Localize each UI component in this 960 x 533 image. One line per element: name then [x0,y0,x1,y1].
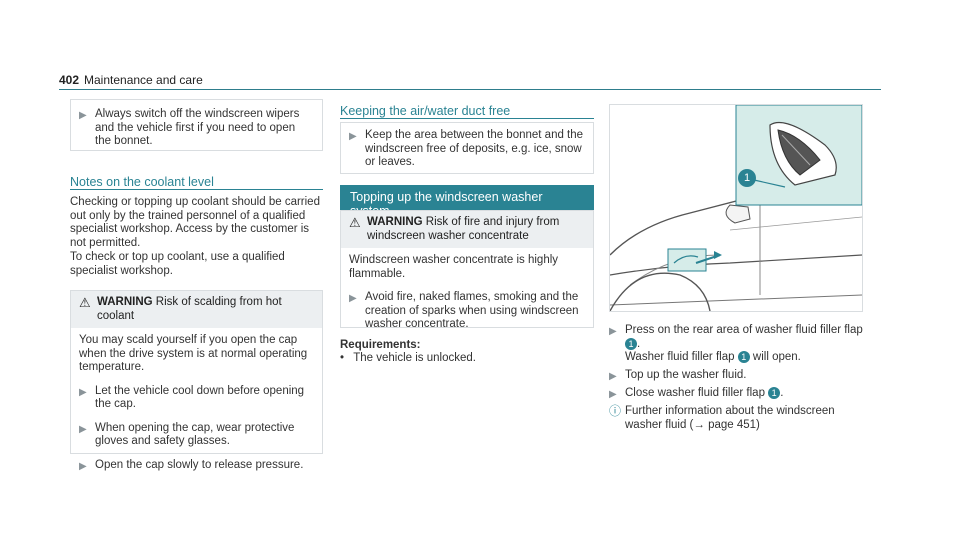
header-rule [59,89,881,90]
arrow-right-icon: ▶ [609,371,617,382]
car-side-illustration [610,105,862,311]
arrow-right-icon: ▶ [349,131,357,142]
coolant-step-2: ▶ When opening the cap, wear protective … [79,421,295,448]
warning-text: Risk of fire and injury from windscreen … [367,216,560,242]
bullet-icon: • [340,352,345,364]
duct-step-box: ▶ Keep the area between the bonnet and t… [340,122,594,174]
callout-1: 1 [738,169,756,187]
arrow-right-icon: ▶ [609,326,617,337]
warning-triangle-icon: ⚠ [349,215,361,230]
washer-info-note: ⓘ Further information about the windscre… [609,404,835,431]
duct-step: ▶ Keep the area between the bonnet and t… [349,129,584,168]
warning-body: You may scald yourself if you open the c… [79,334,308,373]
requirements-item: • The vehicle is unlocked. [340,352,476,364]
warning-triangle-icon: ⚠ [79,295,91,310]
warning-header: ⚠ WARNING Risk of fire and injury from w… [341,211,593,248]
coolant-paragraph-1: Checking or topping up coolant should be… [70,196,320,249]
requirements-title: Requirements: [340,339,421,351]
washer-warning-step: ▶ Avoid fire, naked flames, smoking and … [349,291,579,330]
arrow-right-icon: ▶ [79,110,87,121]
washer-step-1: ▶ Press on the rear area of washer fluid… [609,324,863,364]
warning-label: WARNING [367,216,423,228]
callout-1-ref: 1 [768,387,781,399]
washer-step-3: ▶ Close washer fluid filler flap 1. [609,387,784,400]
coolant-step-3: ▶ Open the cap slowly to release pressur… [79,458,304,472]
info-icon: ⓘ [609,404,622,418]
callout-1-ref: 1 [625,337,637,350]
washer-flap-illustration: 1 [609,104,863,312]
washer-warning-box: ⚠ WARNING Risk of fire and injury from w… [340,210,594,330]
washer-step-2: ▶ Top up the washer fluid. [609,369,747,382]
arrow-right-icon: ▶ [79,386,87,398]
bonnet-step-box: ▶ Always switch off the windscreen wiper… [70,99,323,151]
coolant-heading: Notes on the coolant level [70,175,214,189]
arrow-right-icon: ▶ [79,423,87,435]
warning-header: ⚠ WARNING Risk of scalding from hot cool… [71,291,322,328]
coolant-warning-box: ⚠ WARNING Risk of scalding from hot cool… [70,290,323,472]
warning-body: Windscreen washer concentrate is highly … [349,254,559,280]
bonnet-step: ▶ Always switch off the windscreen wiper… [79,108,300,147]
page-title: Maintenance and care [84,73,203,87]
arrow-right-icon: ▶ [349,293,357,304]
page-number: 402 [59,73,80,87]
duct-heading: Keeping the air/water duct free [340,104,511,118]
arrow-right-icon: ▶ [609,389,617,400]
arrow-right-icon: ▶ [79,460,87,472]
warning-text: Risk of scalding from hot coolant [97,296,282,322]
duct-heading-rule [340,118,594,119]
coolant-paragraph-2: To check or top up coolant, use a qualif… [70,251,285,277]
warning-label: WARNING [97,296,153,308]
coolant-step-1: ▶ Let the vehicle cool down before openi… [79,384,305,411]
coolant-heading-rule [70,189,323,190]
callout-1-ref: 1 [737,351,750,364]
